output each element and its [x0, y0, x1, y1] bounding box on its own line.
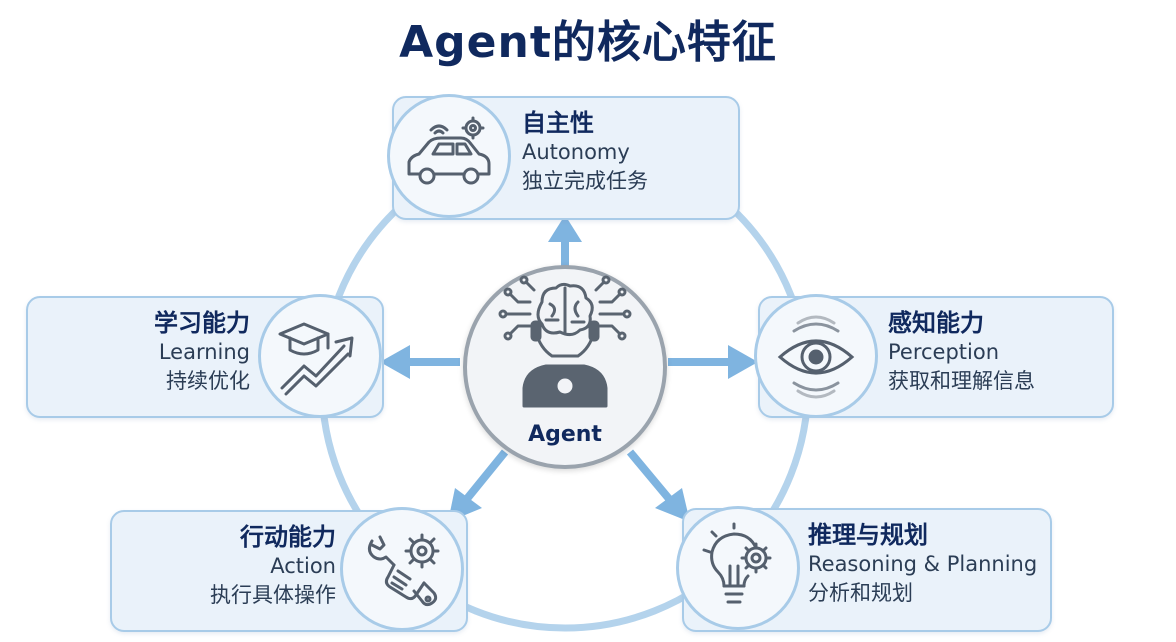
lightbulb-gear-icon	[702, 522, 772, 604]
feature-english-name: Learning	[158, 340, 250, 364]
feature-name: 感知能力	[888, 309, 984, 337]
feature-english-name: Action	[270, 554, 336, 578]
feature-description: 执行具体操作	[210, 583, 336, 607]
eye-icon	[777, 315, 855, 399]
agent-center-node	[463, 265, 667, 469]
agent-label: Agent	[528, 422, 602, 447]
node-reasoning	[676, 506, 800, 630]
self-driving-car-icon	[407, 116, 491, 185]
feature-english-name: Autonomy	[522, 140, 630, 164]
feature-description: 获取和理解信息	[888, 369, 1035, 393]
arrow-to-learning	[380, 345, 460, 379]
feature-name: 学习能力	[154, 309, 250, 337]
feature-name: 行动能力	[240, 523, 336, 551]
node-action	[340, 507, 464, 631]
node-learning	[258, 294, 382, 418]
arrow-to-autonomy	[548, 215, 582, 268]
feature-english-name: Perception	[888, 340, 1000, 364]
node-perception	[754, 294, 878, 418]
graduation-growth-icon	[278, 322, 354, 396]
feature-description: 持续优化	[166, 369, 250, 393]
node-autonomy	[387, 94, 511, 218]
wrench-gear-icon	[367, 533, 440, 607]
feature-description: 分析和规划	[808, 581, 913, 605]
page-title: Agent的核心特征	[399, 17, 777, 68]
feature-description: 独立完成任务	[522, 169, 648, 193]
feature-english-name: Reasoning & Planning	[808, 552, 1038, 576]
feature-name: 自主性	[522, 109, 594, 137]
robot-brain-icon	[498, 275, 632, 408]
arrow-to-reasoning	[626, 449, 690, 522]
arrow-to-perception	[668, 345, 758, 379]
feature-name: 推理与规划	[808, 521, 928, 549]
